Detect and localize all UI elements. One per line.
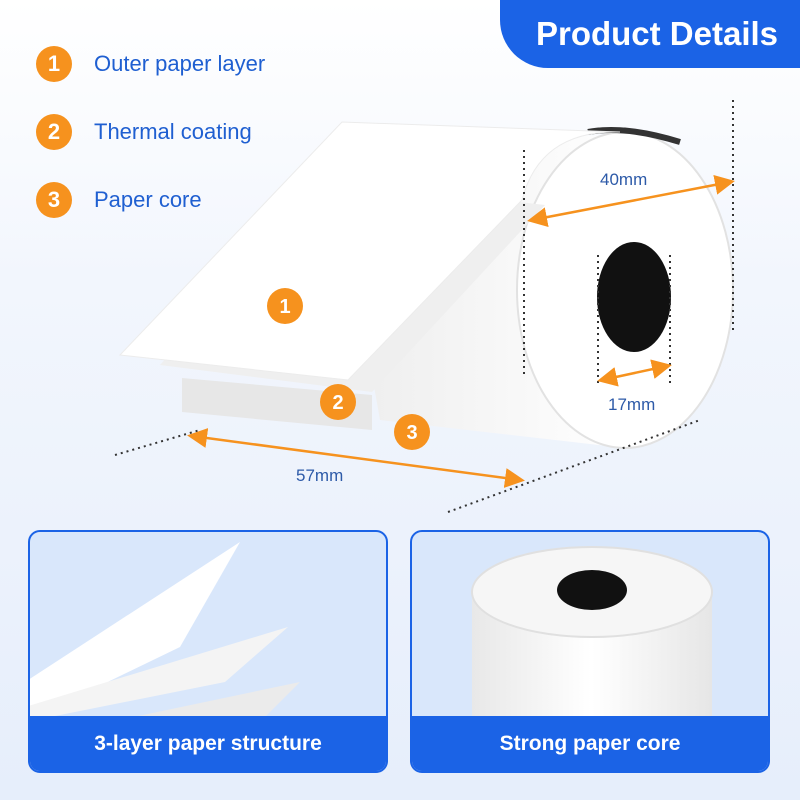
paper-roll-illustration: [471, 546, 713, 722]
paper-layer: [30, 627, 288, 721]
paper-roll-diagram: 40mm 17mm 57mm 1 2 3: [114, 100, 735, 513]
legend: 1 Outer paper layer 2 Thermal coating 3 …: [36, 44, 265, 248]
page-title: Product Details: [500, 0, 800, 68]
marker-2: 2: [320, 384, 356, 420]
legend-item-thermal-coating: 2 Thermal coating: [36, 112, 265, 152]
width-label: 57mm: [296, 466, 343, 485]
card-paper-structure: 3-layer paper structure: [28, 530, 388, 773]
paper-layer: [30, 542, 240, 720]
diameter-label: 40mm: [600, 170, 647, 189]
dimension-guide: [447, 419, 701, 513]
card-caption: Strong paper core: [412, 716, 768, 771]
marker-label: 2: [332, 392, 343, 414]
roll-core-hole: [557, 570, 627, 610]
paper-layers-illustration: [30, 542, 300, 722]
legend-item-paper-core: 3 Paper core: [36, 180, 265, 220]
legend-item-outer-layer: 1 Outer paper layer: [36, 44, 265, 84]
diameter-arrow: [527, 175, 735, 227]
paper-sheet-outer: [118, 121, 621, 381]
core-arrow: [597, 359, 672, 387]
legend-badge: 2: [36, 114, 72, 150]
core-label: 17mm: [608, 395, 655, 414]
legend-label: Thermal coating: [94, 119, 252, 144]
dimension-guide: [114, 429, 201, 456]
card-paper-core: Strong paper core: [410, 530, 770, 773]
card-caption: 3-layer paper structure: [30, 716, 386, 771]
marker-label: 1: [279, 296, 290, 318]
width-arrow: [187, 428, 525, 488]
legend-label: Paper core: [94, 187, 202, 212]
roll-core-hole: [597, 242, 671, 352]
legend-badge: 3: [36, 182, 72, 218]
marker-3: 3: [394, 414, 430, 450]
marker-1: 1: [267, 288, 303, 324]
paper-layer: [110, 682, 300, 722]
legend-badge: 1: [36, 46, 72, 82]
marker-label: 3: [406, 422, 417, 444]
legend-label: Outer paper layer: [94, 51, 266, 76]
